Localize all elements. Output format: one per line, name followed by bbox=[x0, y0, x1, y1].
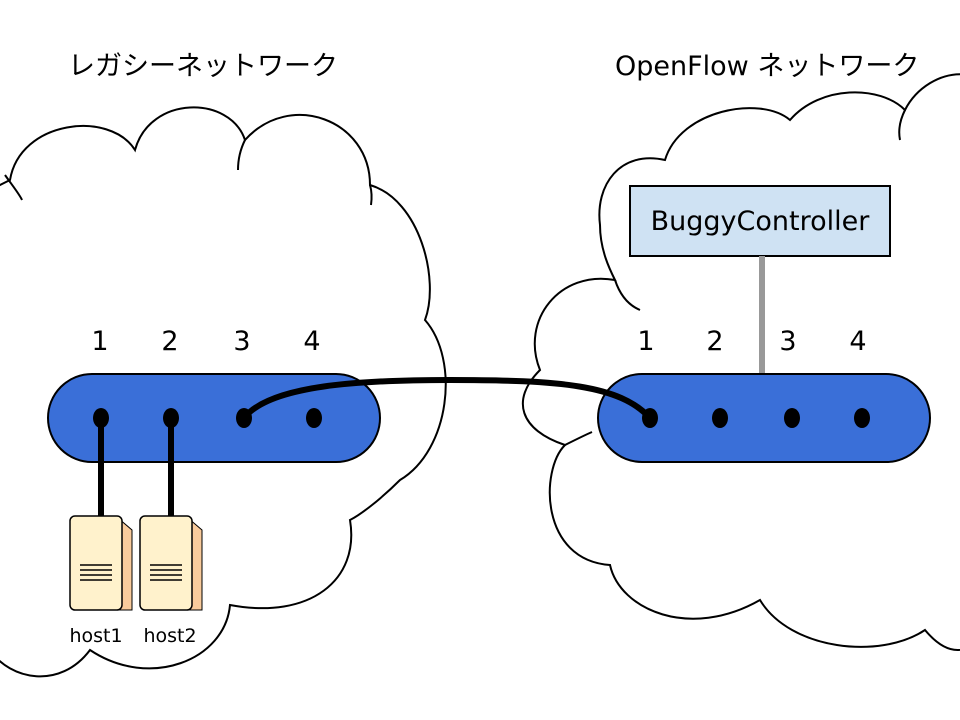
cloud-inner-arc bbox=[4, 174, 23, 201]
legacy-port-number: 3 bbox=[233, 326, 250, 357]
legacy-port bbox=[306, 408, 322, 428]
host2-label: host2 bbox=[143, 625, 196, 647]
cloud-inner-arc bbox=[369, 184, 373, 206]
controller-label: BuggyController bbox=[651, 206, 871, 237]
cloud-inner-arc bbox=[564, 431, 593, 446]
openflow-network-cloud bbox=[521, 73, 960, 651]
inter-switch-cable bbox=[241, 376, 653, 421]
openflow-port-number: 2 bbox=[706, 326, 723, 357]
cloud-inner-arc bbox=[237, 139, 246, 171]
cloud-inner-arc bbox=[614, 279, 641, 311]
openflow-port bbox=[854, 408, 870, 428]
legacy-port bbox=[236, 408, 252, 428]
legacy-port-number: 2 bbox=[161, 326, 178, 357]
legacy-port bbox=[93, 408, 109, 428]
legacy-port bbox=[163, 408, 179, 428]
legacy-port-number: 1 bbox=[91, 326, 108, 357]
openflow-network-title: OpenFlow ネットワーク bbox=[615, 51, 919, 82]
controller-box bbox=[629, 185, 891, 257]
openflow-switch bbox=[597, 373, 931, 463]
openflow-port bbox=[712, 408, 728, 428]
openflow-port-number: 1 bbox=[637, 326, 654, 357]
legacy-network-title: レガシーネットワーク bbox=[68, 51, 338, 82]
host2-server-icon bbox=[139, 515, 203, 611]
openflow-port-number: 3 bbox=[779, 326, 796, 357]
host1-label: host1 bbox=[69, 625, 122, 647]
legacy-port-number: 4 bbox=[303, 326, 320, 357]
openflow-port-number: 4 bbox=[849, 326, 866, 357]
openflow-port bbox=[784, 408, 800, 428]
host1-server-icon bbox=[69, 515, 133, 611]
openflow-port bbox=[642, 408, 658, 428]
legacy-switch bbox=[47, 373, 381, 463]
cloud-inner-arc bbox=[898, 109, 906, 141]
